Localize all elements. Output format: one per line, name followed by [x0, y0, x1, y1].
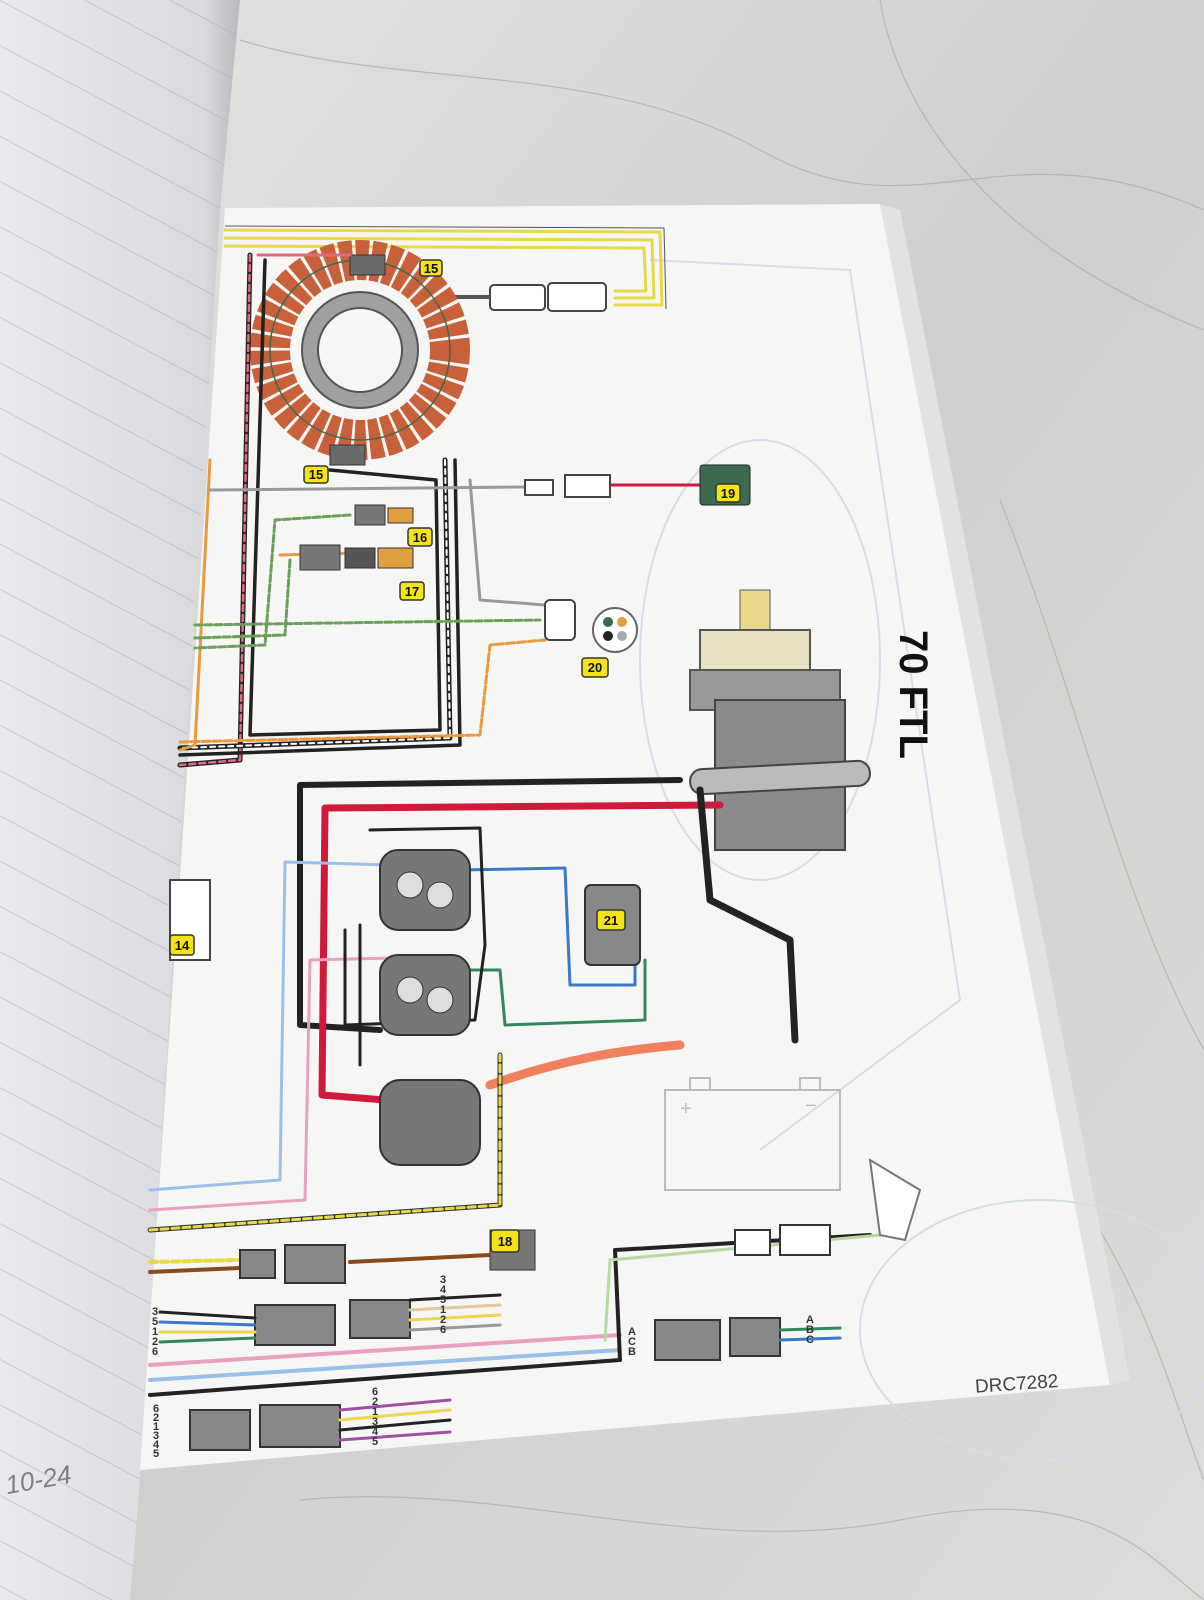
pin-labels-left-6pin: 3 5 1 2 6	[152, 1306, 158, 1358]
svg-text:6: 6	[372, 1386, 378, 1398]
callout-19: 19	[715, 483, 741, 503]
yellow-harness	[223, 228, 664, 307]
multi-wire-bundles	[158, 1293, 842, 1442]
svg-text:2: 2	[153, 1412, 159, 1424]
svg-text:1: 1	[152, 1326, 158, 1338]
svg-text:15: 15	[424, 261, 438, 276]
callout-17: 17	[399, 581, 425, 601]
svg-text:19: 19	[721, 486, 735, 501]
relay-lower	[379, 954, 471, 1036]
svg-text:4: 4	[372, 1426, 379, 1438]
connector-20-face	[592, 607, 638, 653]
relay-upper	[379, 849, 471, 931]
pin-labels-bottom-left: 6 2 1 3 4 5	[153, 1403, 160, 1460]
temp-sensor-16	[354, 504, 386, 526]
svg-text:5: 5	[152, 1316, 158, 1328]
svg-text:A: A	[628, 1326, 636, 1338]
svg-text:B: B	[628, 1346, 636, 1358]
callout-16: 16	[407, 527, 433, 547]
svg-text:2: 2	[152, 1336, 158, 1348]
svg-text:3: 3	[153, 1430, 159, 1442]
svg-text:5: 5	[372, 1436, 378, 1448]
callout-15-lower: 15	[303, 465, 329, 484]
svg-text:1: 1	[153, 1421, 159, 1433]
blue-wires	[148, 860, 647, 1212]
svg-text:20: 20	[588, 660, 602, 675]
svg-text:17: 17	[405, 584, 419, 599]
relay-frame-wires	[343, 826, 487, 1067]
connector-19	[564, 474, 611, 498]
diagram-title: 70 FTL	[891, 630, 935, 759]
battery-negative: −	[805, 1095, 817, 1117]
green-dashed-wires	[193, 513, 542, 650]
svg-text:C: C	[628, 1336, 636, 1348]
harness-connectors	[189, 1224, 831, 1451]
battery	[664, 1077, 841, 1191]
svg-text:6: 6	[152, 1346, 158, 1358]
gray-wire	[208, 478, 547, 607]
svg-text:1: 1	[372, 1406, 378, 1418]
svg-text:15: 15	[309, 467, 323, 482]
svg-text:18: 18	[498, 1234, 512, 1249]
svg-text:5: 5	[440, 1294, 446, 1306]
callout-18: 18	[490, 1229, 520, 1253]
svg-text:3: 3	[152, 1306, 158, 1318]
pin-labels-trim-left: A C B	[628, 1326, 636, 1358]
battery-positive: +	[680, 1098, 692, 1120]
engine-outline-watermark	[639, 259, 1204, 1461]
sensor-15-lower	[329, 444, 366, 466]
svg-text:6: 6	[153, 1403, 159, 1415]
svg-text:C: C	[806, 1334, 814, 1346]
svg-text:2: 2	[440, 1314, 446, 1326]
callout-21: 21	[596, 909, 626, 931]
battery-cables	[297, 777, 799, 1104]
black-loop-wire	[178, 258, 462, 757]
svg-text:4: 4	[440, 1284, 447, 1296]
svg-text:2: 2	[372, 1396, 378, 1408]
starter-motor	[689, 589, 871, 851]
svg-text:21: 21	[604, 913, 618, 928]
callout-15-top: 15	[419, 259, 443, 277]
svg-text:6: 6	[440, 1324, 446, 1336]
marble-veins	[239, 0, 1204, 1600]
svg-text:4: 4	[153, 1439, 160, 1451]
callout-20: 20	[581, 657, 609, 678]
temp-sensor-17	[299, 544, 341, 571]
throttle-switch	[868, 1158, 922, 1242]
svg-text:5: 5	[153, 1448, 159, 1460]
pin-labels-bottom-right: 6 2 1 3 4 5	[372, 1386, 379, 1448]
pin-labels-trim-right: A B C	[806, 1314, 814, 1346]
stator-connector	[489, 284, 546, 311]
stator	[250, 240, 470, 460]
svg-text:16: 16	[413, 530, 427, 545]
starter-solenoid	[379, 1079, 481, 1166]
svg-text:14: 14	[175, 938, 190, 953]
connector-20	[544, 599, 576, 641]
pin-labels-right-6pin: 3 4 5 1 2 6	[440, 1274, 447, 1336]
svg-text:3: 3	[440, 1274, 446, 1286]
sensor-15-top	[349, 254, 386, 276]
white-black-dashed	[177, 457, 453, 751]
svg-text:A: A	[806, 1314, 814, 1326]
red-black-dashed-wire	[177, 252, 352, 768]
svg-text:3: 3	[372, 1416, 378, 1428]
svg-text:B: B	[806, 1324, 814, 1336]
svg-text:1: 1	[440, 1304, 446, 1316]
callout-14: 14	[169, 934, 195, 956]
